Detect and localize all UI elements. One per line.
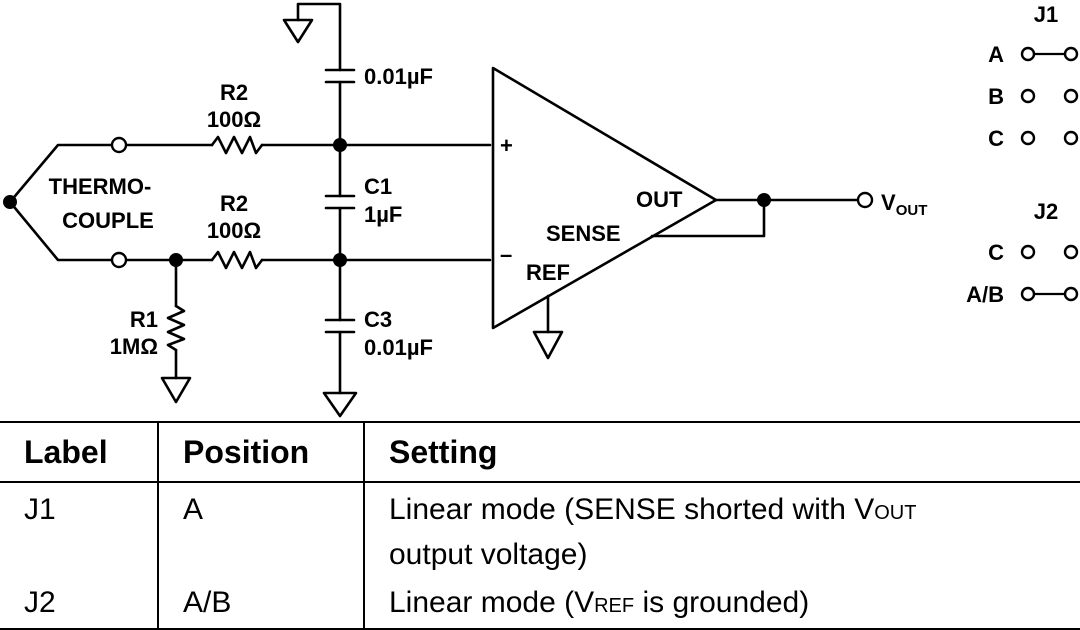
column-header-setting: Setting (363, 421, 1080, 483)
terminal (110, 136, 128, 154)
j1-title: J1 (1034, 2, 1058, 27)
c3-capacitor (324, 318, 356, 334)
junction-dot (169, 253, 183, 267)
column-header-label: Label (0, 421, 158, 483)
j1-jumper-block: J1 A B C (988, 2, 1079, 151)
j1-c-label: C (988, 126, 1004, 151)
junction-dot (333, 138, 347, 152)
c1-capacitor (324, 194, 356, 210)
j1-b-label: B (988, 84, 1004, 109)
junction-dot (757, 193, 771, 207)
ground-icon (282, 18, 314, 44)
r1-value: 1MΩ (110, 334, 158, 359)
c3-value: 0.01µF (364, 335, 433, 360)
cell-label: J1 (24, 493, 56, 526)
minus-input-label: – (500, 242, 512, 267)
cell-setting: Linear mode (VREF is grounded) (363, 576, 1080, 630)
r2-bottom-name: R2 (220, 191, 248, 216)
j2-ab-label: A/B (966, 282, 1004, 307)
ground-icon (532, 330, 564, 360)
r2-top-resistor (210, 135, 264, 155)
j2-c-label: C (988, 240, 1004, 265)
cell-label: J2 (0, 576, 158, 630)
table-row: J1 A Linear mode (SENSE shorted with VOU… (0, 482, 1080, 576)
out-label: OUT (636, 187, 683, 212)
jumper-settings-table: Label Position Setting J1 A Linear mode … (0, 421, 1080, 630)
table-header-row: Label Position Setting (0, 421, 1080, 483)
r2-top-name: R2 (220, 80, 248, 105)
c1-value: 1µF (364, 202, 402, 227)
setting-subscript: OUT (874, 502, 917, 524)
sense-label: SENSE (546, 221, 621, 246)
thermocouple-label: COUPLE (62, 208, 154, 233)
cell-setting: Linear mode (SENSE shorted with VOUT outp… (363, 482, 1080, 576)
ground-icon (160, 376, 192, 404)
vout-label: VOUT (881, 190, 927, 219)
c-top-capacitor (324, 68, 356, 84)
terminal (110, 251, 128, 269)
ref-label: REF (526, 260, 570, 285)
junction-dot (333, 253, 347, 267)
column-header-position: Position (157, 421, 364, 483)
r2-top-value: 100Ω (207, 107, 261, 132)
cell-position: A/B (157, 576, 364, 630)
r1-resistor (166, 304, 186, 352)
r1-name: R1 (130, 307, 158, 332)
setting-text: is grounded) (634, 586, 810, 619)
cell-position: A (157, 482, 364, 576)
r2-bottom-value: 100Ω (207, 218, 261, 243)
vout-terminal (856, 191, 874, 209)
setting-text: output voltage) (389, 538, 588, 571)
c1-name: C1 (364, 174, 392, 199)
circuit-schematic: THERMO- COUPLE R2 100Ω R2 100Ω R1 1MΩ 0.… (3, 2, 1079, 418)
ground-icon (322, 391, 358, 418)
j2-title: J2 (1034, 199, 1058, 224)
thermocouple-label: THERMO- (49, 174, 152, 199)
junction-dot (3, 195, 17, 209)
j1-a-label: A (988, 42, 1004, 67)
j2-jumper-block: J2 C A/B (966, 199, 1079, 307)
amplifier-triangle (491, 66, 718, 330)
setting-subscript: REF (594, 595, 635, 617)
c-top-value: 0.01µF (364, 64, 433, 89)
table-row: J2 A/B Linear mode (VREF is grounded) (0, 576, 1080, 630)
c3-name: C3 (364, 307, 392, 332)
plus-input-label: + (500, 133, 513, 158)
setting-text: Linear mode (V (389, 586, 595, 619)
setting-text: Linear mode (SENSE shorted with V (389, 493, 875, 526)
r2-bottom-resistor (210, 250, 264, 270)
